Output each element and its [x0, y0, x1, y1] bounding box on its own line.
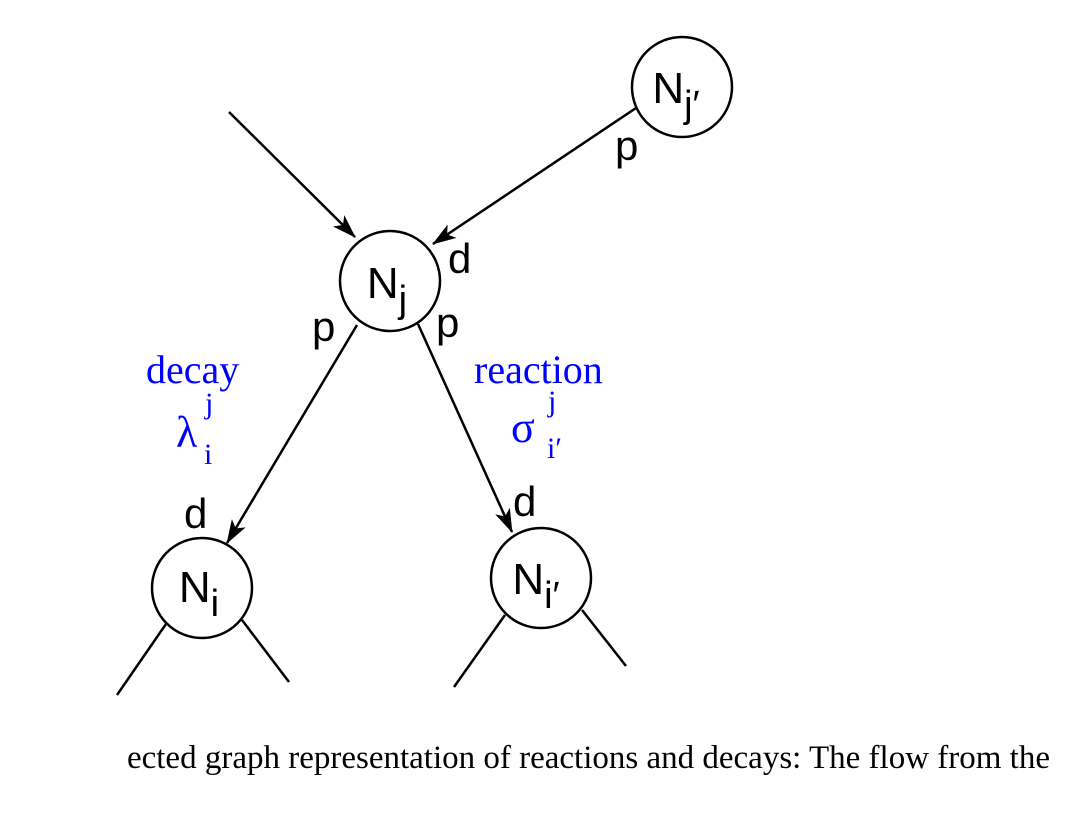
decay-superscript: j: [204, 387, 213, 420]
niprime-outgoing-left-edge: [452, 614, 507, 688]
decay-symbol: λ: [176, 408, 198, 457]
node-n-i-prime: Ni′: [489, 526, 593, 630]
port-label-nj-out-right: p: [436, 299, 459, 346]
svg-text:Ni′: Ni′: [512, 555, 559, 617]
reaction-symbol: σ: [511, 403, 535, 452]
node-n-j-prime: Nj′: [630, 35, 734, 139]
port-label-nj-in: d: [448, 235, 471, 282]
svg-text:Ni: Ni: [179, 563, 219, 625]
reaction-label: reaction σ j i′: [474, 347, 603, 465]
edge-njprime-to-nj: [432, 106, 637, 246]
port-label-ni-in: d: [184, 490, 207, 537]
decay-label: decay λ j i: [146, 347, 239, 471]
port-label-njprime-out: p: [615, 122, 638, 169]
node-n-i: Ni: [150, 536, 254, 640]
node-n-j: Nj: [338, 229, 442, 333]
edge-nj-to-niprime-reaction: [416, 323, 514, 533]
caption-text: ected graph representation of reactions …: [126, 740, 1050, 776]
ni-outgoing-left-edge: [115, 623, 168, 696]
port-label-niprime-in: d: [513, 478, 536, 525]
incoming-edge: [228, 111, 356, 238]
ni-outgoing-right-edge: [241, 619, 290, 683]
svg-text:Nj: Nj: [367, 259, 407, 321]
reaction-word: reaction: [474, 347, 603, 392]
reaction-superscript: j: [547, 385, 556, 418]
port-label-nj-out-left: p: [312, 303, 335, 350]
reaction-subscript: i′: [547, 432, 562, 465]
edge-nj-to-ni-decay: [225, 324, 359, 544]
figure-caption: ected graph representation of reactions …: [0, 740, 1083, 790]
decay-word: decay: [146, 347, 239, 392]
svg-text:Nj′: Nj′: [652, 64, 699, 126]
decay-subscript: i: [204, 438, 212, 471]
niprime-outgoing-right-edge: [581, 609, 627, 667]
